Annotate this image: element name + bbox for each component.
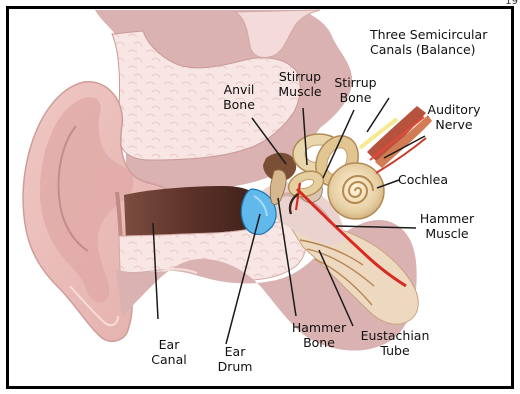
label-stirrup-bone-line2: Bone — [333, 90, 378, 105]
label-stirrup-muscle-line2: Muscle — [273, 84, 327, 99]
label-anvil-bone-line1: Anvil — [219, 82, 259, 97]
label-cochlea-text: Cochlea — [398, 172, 448, 187]
label-three-semicircular-canals-line1: Three Semicircular — [370, 27, 500, 42]
label-auditory-nerve-line2: Nerve — [425, 117, 483, 132]
page-number: 19 — [505, 0, 518, 7]
label-three-semicircular-canals: Three Semicircular Canals (Balance) — [370, 27, 500, 57]
label-ear-drum-line2: Drum — [214, 359, 256, 374]
label-ear-canal-line1: Ear — [146, 337, 192, 352]
label-hammer-muscle-line1: Hammer — [418, 211, 476, 226]
label-stirrup-bone: Stirrup Bone — [333, 75, 378, 105]
label-eustachian-tube: Eustachian Tube — [359, 328, 431, 358]
label-stirrup-muscle: Stirrup Muscle — [273, 69, 327, 99]
label-stirrup-muscle-line1: Stirrup — [273, 69, 327, 84]
label-hammer-bone-line1: Hammer — [290, 320, 348, 335]
label-cochlea: Cochlea — [398, 172, 448, 187]
label-anvil-bone-line2: Bone — [219, 97, 259, 112]
label-three-semicircular-canals-line2: Canals (Balance) — [370, 42, 500, 57]
label-hammer-bone-line2: Bone — [290, 335, 348, 350]
label-eustachian-tube-line2: Tube — [359, 343, 431, 358]
label-hammer-muscle: Hammer Muscle — [418, 211, 476, 241]
label-ear-drum: Ear Drum — [214, 344, 256, 374]
label-ear-drum-line1: Ear — [214, 344, 256, 359]
label-hammer-muscle-line2: Muscle — [418, 226, 476, 241]
label-ear-canal-line2: Canal — [146, 352, 192, 367]
label-auditory-nerve-line1: Auditory — [425, 102, 483, 117]
label-stirrup-bone-line1: Stirrup — [333, 75, 378, 90]
label-hammer-bone: Hammer Bone — [290, 320, 348, 350]
label-anvil-bone: Anvil Bone — [219, 82, 259, 112]
label-eustachian-tube-line1: Eustachian — [359, 328, 431, 343]
label-auditory-nerve: Auditory Nerve — [425, 102, 483, 132]
label-ear-canal: Ear Canal — [146, 337, 192, 367]
